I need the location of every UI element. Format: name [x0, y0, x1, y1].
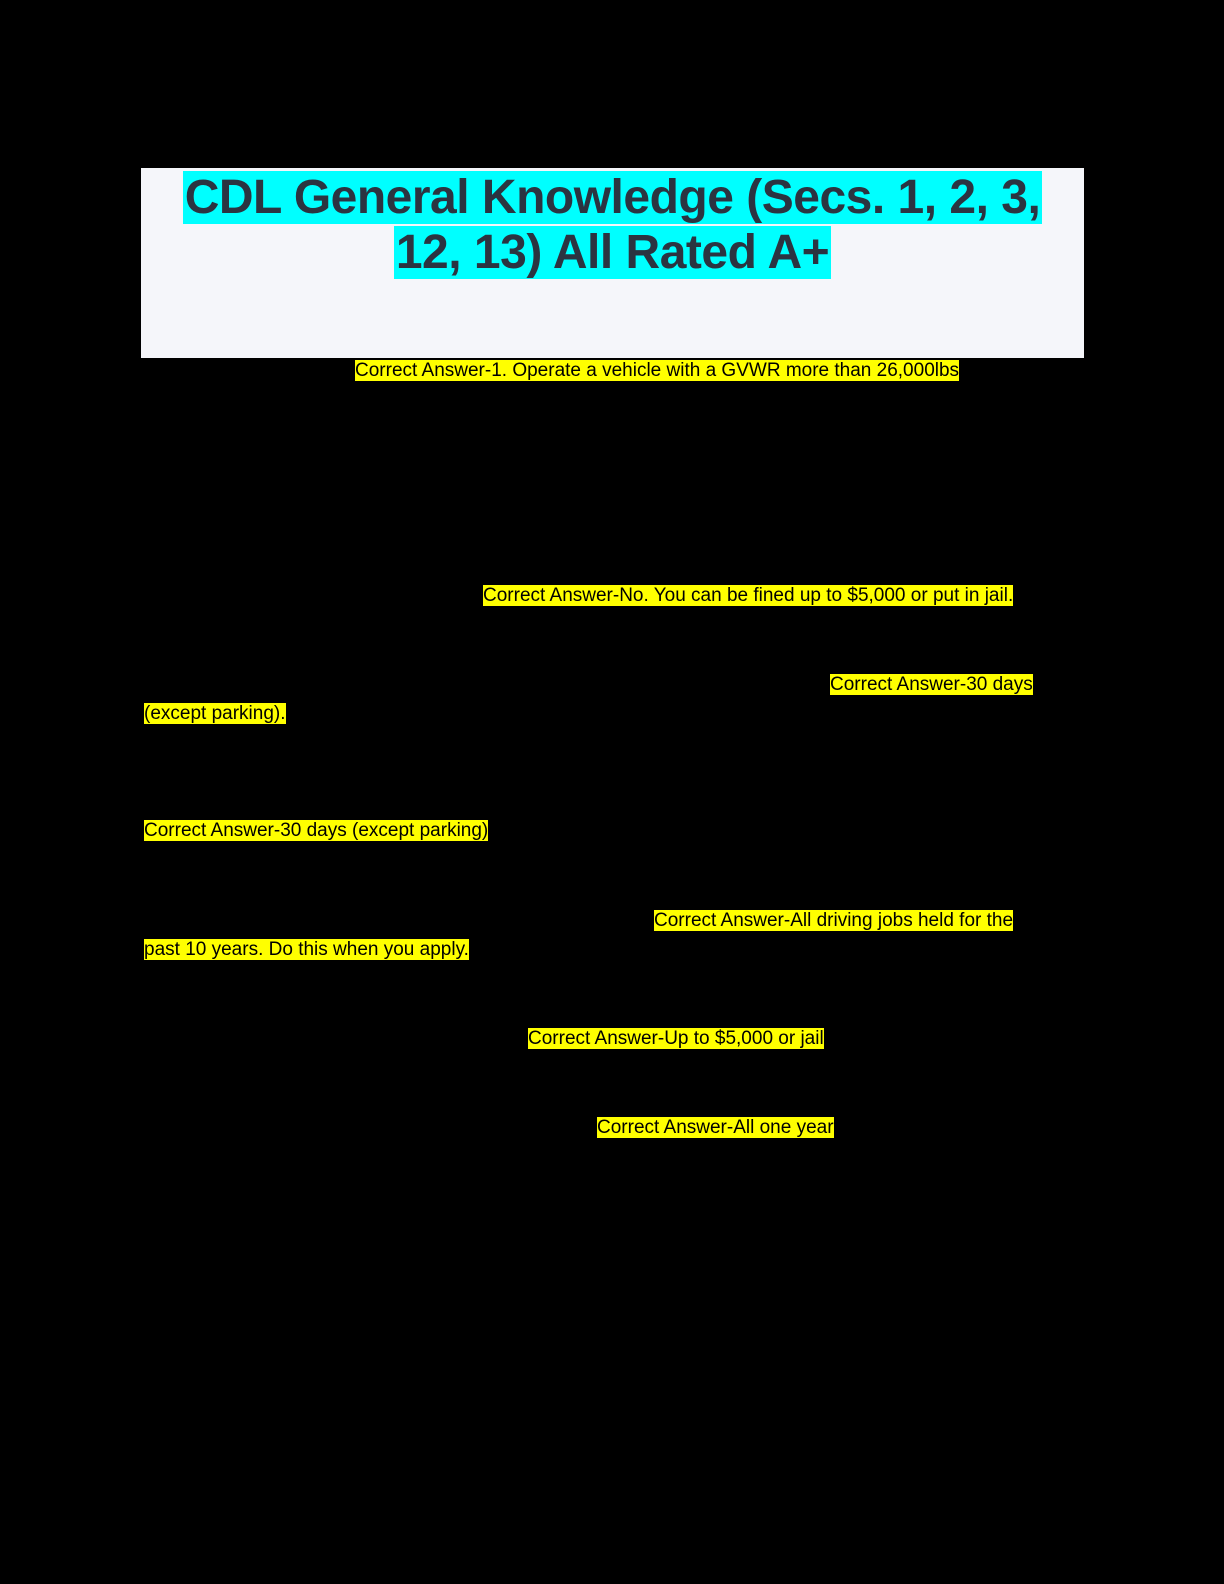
answer-6-text: Correct Answer-Up to $5,000 or jail	[528, 1028, 824, 1049]
title-line-2: 12, 13) All Rated A+	[393, 226, 832, 279]
title-line-1: CDL General Knowledge (Secs. 1, 2, 3,	[182, 171, 1043, 224]
answer-3-line-1: Correct Answer-30 days	[830, 672, 1033, 697]
answer-2-text: Correct Answer-No. You can be fined up t…	[483, 585, 1014, 606]
answer-3-text-line-1: Correct Answer-30 days	[830, 674, 1033, 695]
answer-4-text: Correct Answer-30 days (except parking)	[144, 820, 489, 841]
answer-5-line-2: past 10 years. Do this when you apply.	[144, 937, 469, 962]
answer-7-text: Correct Answer-All one year	[597, 1117, 834, 1138]
answer-5-text-line-2: past 10 years. Do this when you apply.	[144, 939, 469, 960]
answer-4: Correct Answer-30 days (except parking)	[144, 818, 489, 843]
answer-5-text-line-1: Correct Answer-All driving jobs held for…	[654, 910, 1014, 931]
title-header-box: CDL General Knowledge (Secs. 1, 2, 3, 12…	[141, 168, 1084, 358]
answer-5-line-1: Correct Answer-All driving jobs held for…	[654, 908, 1014, 933]
document-title: CDL General Knowledge (Secs. 1, 2, 3, 12…	[141, 170, 1084, 280]
answer-2: Correct Answer-No. You can be fined up t…	[483, 583, 1014, 608]
answer-6: Correct Answer-Up to $5,000 or jail	[528, 1026, 824, 1051]
answer-3-text-line-2: (except parking).	[144, 703, 286, 724]
answer-3-line-2: (except parking).	[144, 701, 286, 726]
answer-1: Correct Answer-1. Operate a vehicle with…	[355, 358, 960, 383]
answer-7: Correct Answer-All one year	[597, 1115, 834, 1140]
answer-1-text: Correct Answer-1. Operate a vehicle with…	[355, 360, 960, 381]
